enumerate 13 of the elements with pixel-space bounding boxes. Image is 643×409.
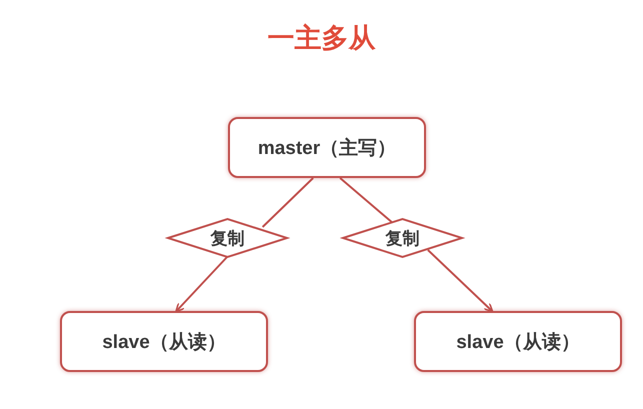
node-label: slave（从读） [102,330,226,354]
diagram-title: 一主多从 [268,22,376,55]
process-box [60,311,268,372]
node-label: slave（从读） [456,330,580,354]
arrow [427,249,494,312]
process-box [228,117,426,178]
node-label: master（主写） [258,136,396,160]
node-label: 复制 [386,228,420,250]
arrow [175,255,229,312]
connector-line [339,177,394,224]
process-box [414,311,622,372]
connector-line [262,177,314,228]
node-label: 复制 [210,228,244,250]
